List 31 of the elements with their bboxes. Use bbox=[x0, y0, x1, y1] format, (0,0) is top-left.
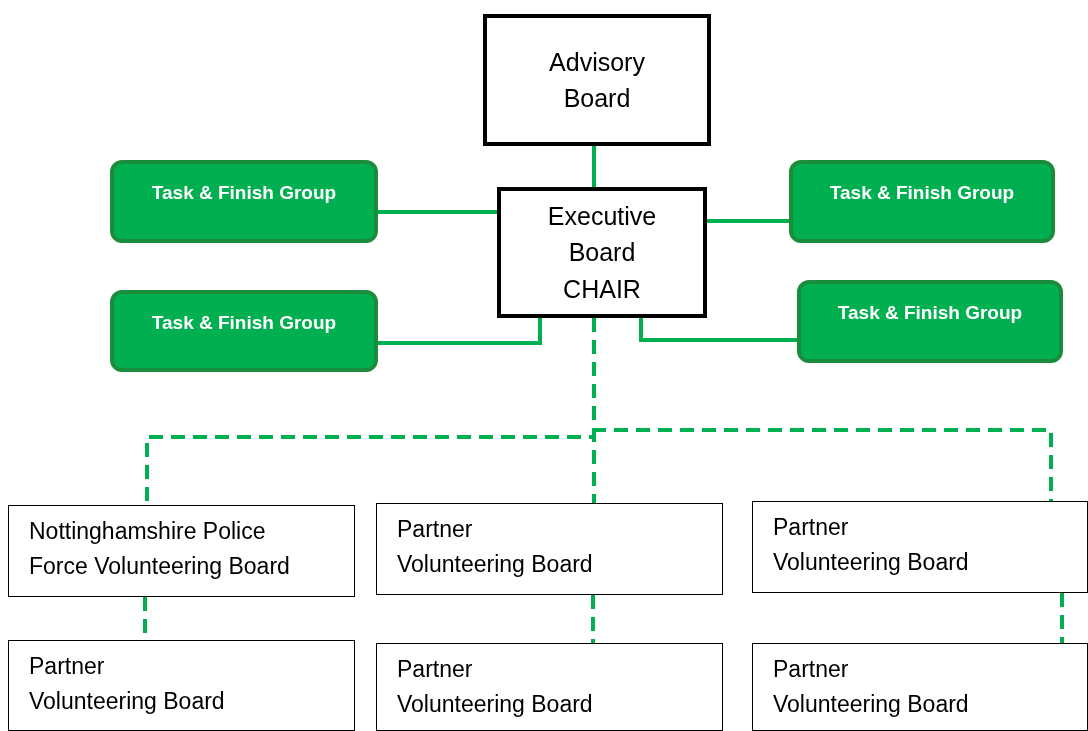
group-box bbox=[110, 160, 378, 243]
node-label: Nottinghamshire Police Force Volunteering Board bbox=[29, 517, 291, 581]
node-label: Executive Board CHAIR bbox=[546, 201, 658, 305]
connector-line bbox=[1060, 593, 1064, 643]
node-label: Task & Finish Group bbox=[829, 182, 1015, 204]
connector-line bbox=[378, 318, 542, 345]
node-label: Partner Volunteering Board bbox=[29, 652, 226, 716]
node-label: Task & Finish Group bbox=[151, 182, 337, 204]
group-box bbox=[110, 290, 378, 372]
node-label: Advisory Board bbox=[548, 46, 646, 114]
board-box bbox=[752, 643, 1088, 731]
connector-line bbox=[707, 219, 789, 223]
board-box bbox=[376, 503, 723, 595]
connector-line bbox=[378, 210, 497, 214]
node-label: Task & Finish Group bbox=[151, 312, 337, 334]
board-box bbox=[497, 187, 707, 318]
board-box bbox=[752, 501, 1088, 593]
node-label: Partner Volunteering Board bbox=[773, 655, 970, 719]
group-box bbox=[789, 160, 1055, 243]
connector-line bbox=[591, 595, 595, 643]
board-box bbox=[483, 14, 711, 146]
node-label: Partner Volunteering Board bbox=[773, 513, 970, 577]
connector-line bbox=[592, 146, 596, 187]
connector-line bbox=[639, 318, 797, 342]
node-label: Task & Finish Group bbox=[837, 302, 1023, 324]
board-box bbox=[8, 640, 355, 731]
node-label: Partner Volunteering Board bbox=[397, 515, 594, 579]
group-box bbox=[797, 280, 1063, 363]
board-box bbox=[8, 505, 355, 597]
node-label: Partner Volunteering Board bbox=[397, 655, 594, 719]
board-box bbox=[376, 643, 723, 731]
